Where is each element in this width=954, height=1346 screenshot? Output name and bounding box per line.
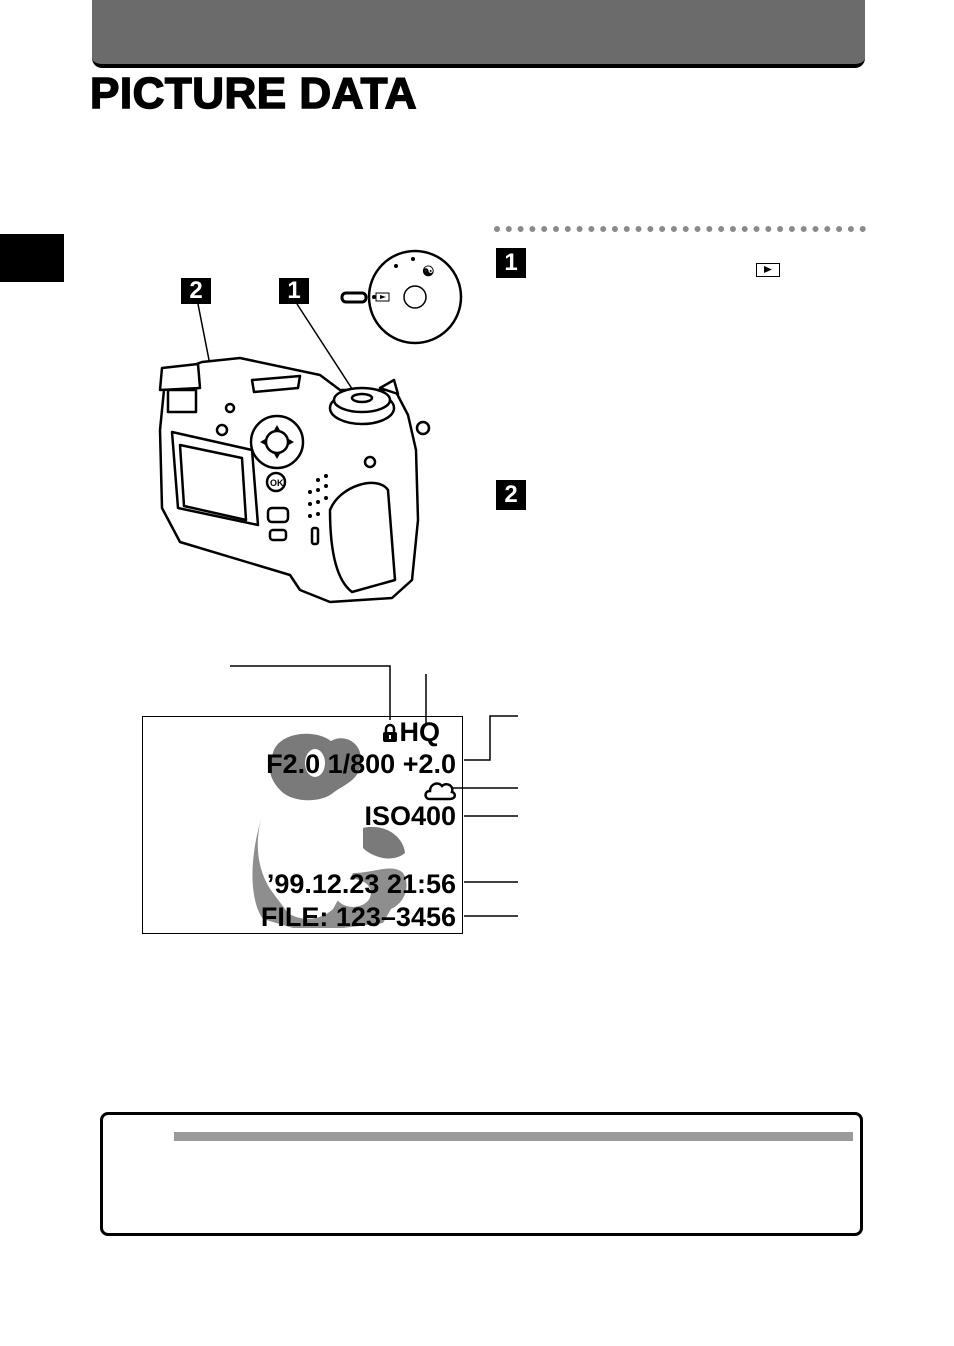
note-header-rule [174, 1132, 853, 1141]
lcd-screen: HQ F2.0 1/800 +2.0 ISO400 ’99.12.23 21:5… [142, 716, 463, 934]
camera-body: OK [158, 356, 431, 604]
iso-value: ISO400 [364, 801, 456, 831]
step-1-badge: 1 [496, 248, 526, 278]
step-2-badge: 2 [496, 480, 526, 510]
dog-photo-image [252, 733, 407, 928]
date-time: ’99.12.23 21:56 [266, 869, 456, 899]
mode-dial-detail: ☯ [340, 249, 463, 345]
play-icon [756, 263, 780, 277]
chapter-tab [0, 234, 64, 282]
cloudy-icon [422, 779, 456, 809]
lcd-callout-lines [230, 665, 518, 917]
quality-label: HQ [399, 717, 441, 747]
callout-2-badge: 2 [181, 278, 211, 304]
exposure-info: F2.0 1/800 +2.0 [266, 749, 456, 779]
camera-illustration: ☯ OK [158, 249, 463, 604]
section-divider [494, 226, 866, 232]
svg-text:☯: ☯ [422, 263, 435, 279]
note-box [100, 1112, 863, 1236]
file-number: FILE: 123–3456 [260, 902, 456, 932]
page-title: PICTURE DATA [89, 69, 418, 119]
svg-text:OK: OK [270, 478, 284, 488]
lcd-quality-row: HQ [382, 717, 441, 749]
header-bar [92, 0, 865, 68]
lock-icon [382, 719, 398, 749]
callout-1-badge: 1 [279, 278, 309, 304]
